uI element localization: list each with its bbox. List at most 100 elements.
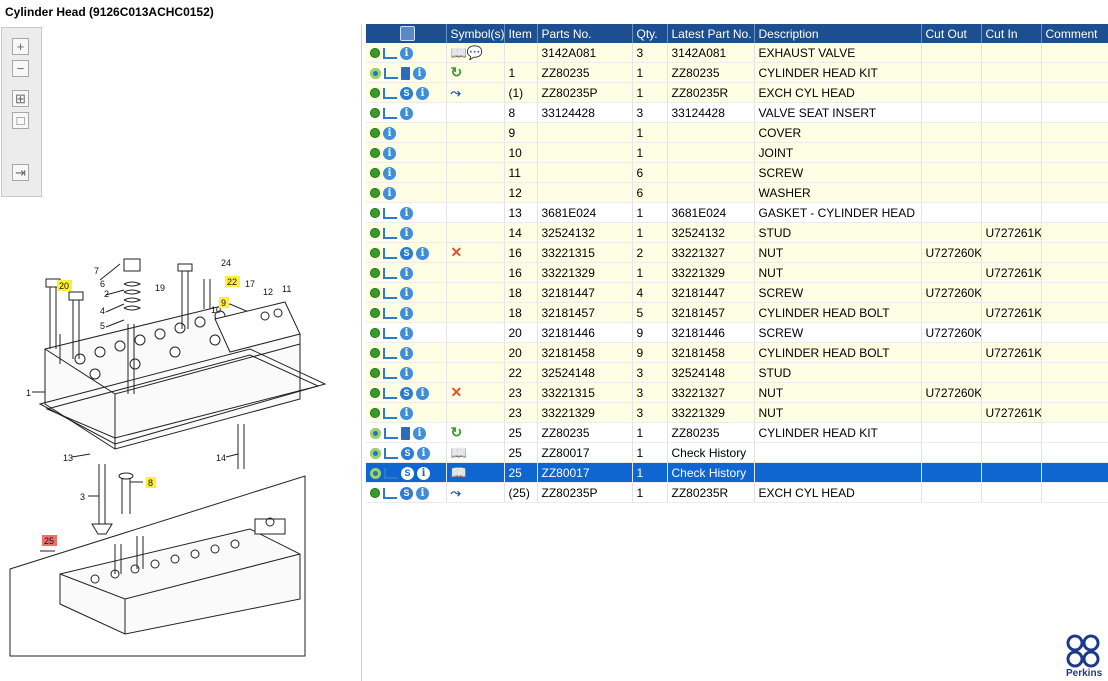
- shopping-cart-icon[interactable]: [383, 87, 397, 99]
- info-icon[interactable]: i: [400, 266, 413, 280]
- callout-2[interactable]: 2: [104, 289, 109, 299]
- gear-icon[interactable]: [370, 348, 380, 359]
- callout-17[interactable]: 17: [245, 279, 255, 289]
- history-book-icon[interactable]: 📖: [450, 444, 467, 460]
- info-icon[interactable]: i: [416, 386, 429, 400]
- gear-icon[interactable]: [370, 288, 380, 299]
- callout-12[interactable]: 12: [263, 287, 273, 297]
- shopping-cart-icon[interactable]: [384, 467, 398, 479]
- gear-icon[interactable]: [370, 308, 380, 319]
- service-icon[interactable]: S: [401, 446, 414, 460]
- callout-9[interactable]: 9: [221, 298, 226, 308]
- callout-3[interactable]: 3: [80, 492, 85, 502]
- gear-icon[interactable]: [370, 368, 380, 379]
- supersession-x-icon[interactable]: ✕: [450, 244, 463, 260]
- shopping-cart-icon[interactable]: [383, 227, 397, 239]
- info-icon[interactable]: i: [400, 366, 413, 380]
- callout-13[interactable]: 13: [63, 453, 73, 463]
- cogs-icon[interactable]: [370, 67, 381, 79]
- shopping-cart-icon[interactable]: [383, 107, 397, 119]
- shopping-cart-icon[interactable]: [383, 407, 397, 419]
- shopping-cart-icon[interactable]: [383, 287, 397, 299]
- cogs-icon[interactable]: [370, 427, 381, 439]
- callout-7[interactable]: 7: [94, 266, 99, 276]
- callout-1[interactable]: 1: [26, 388, 31, 398]
- column-header-description[interactable]: Description: [754, 24, 922, 43]
- gear-icon[interactable]: [370, 88, 380, 99]
- info-icon[interactable]: i: [400, 206, 413, 220]
- cogs-icon[interactable]: [370, 447, 381, 459]
- shopping-cart-icon[interactable]: [383, 347, 397, 359]
- shopping-cart-icon[interactable]: [383, 247, 397, 259]
- callout-22[interactable]: 22: [227, 277, 237, 287]
- service-icon[interactable]: S: [401, 466, 414, 480]
- callout-19[interactable]: 19: [155, 283, 165, 293]
- callout-11[interactable]: 11: [282, 284, 291, 294]
- info-icon[interactable]: i: [400, 46, 413, 60]
- export-button[interactable]: ⇥: [12, 164, 29, 181]
- zoom-in-button[interactable]: +: [12, 38, 29, 55]
- info-icon[interactable]: i: [417, 466, 430, 480]
- shopping-cart-icon[interactable]: [384, 427, 398, 439]
- notes-icon[interactable]: 📖💬: [450, 44, 483, 60]
- service-icon[interactable]: S: [400, 246, 413, 260]
- history-book-icon[interactable]: 📖: [450, 464, 467, 480]
- exchange-branch-icon[interactable]: ⤳: [450, 484, 461, 500]
- info-icon[interactable]: i: [417, 446, 430, 460]
- info-icon[interactable]: i: [400, 306, 413, 320]
- zoom-out-button[interactable]: −: [12, 60, 29, 77]
- gear-icon[interactable]: [370, 248, 380, 259]
- shopping-cart-icon[interactable]: [383, 367, 397, 379]
- fit-page-button[interactable]: □: [12, 112, 29, 129]
- column-header-qty[interactable]: Qty.: [632, 24, 668, 43]
- diagram-pane[interactable]: + − ⊞ □ ⇥: [0, 24, 362, 681]
- column-header-symbols[interactable]: Symbol(s): [446, 24, 505, 43]
- info-icon[interactable]: i: [400, 226, 413, 240]
- column-header-parts-no[interactable]: Parts No.: [537, 24, 633, 43]
- cogs-icon[interactable]: [370, 467, 381, 479]
- info-icon[interactable]: i: [400, 406, 413, 420]
- exchange-branch-icon[interactable]: ⤳: [450, 84, 461, 100]
- service-icon[interactable]: S: [400, 486, 413, 500]
- gear-icon[interactable]: [370, 128, 380, 139]
- info-icon[interactable]: i: [416, 86, 429, 100]
- shopping-cart-icon[interactable]: [383, 47, 397, 59]
- gear-icon[interactable]: [370, 148, 380, 159]
- callout-24[interactable]: 24: [221, 258, 231, 268]
- info-icon[interactable]: i: [400, 326, 413, 340]
- info-icon[interactable]: i: [383, 146, 396, 160]
- callout-14[interactable]: 14: [216, 453, 226, 463]
- find-icon[interactable]: [400, 26, 416, 42]
- shopping-cart-icon[interactable]: [383, 327, 397, 339]
- shopping-cart-icon[interactable]: [384, 447, 398, 459]
- info-icon[interactable]: i: [400, 346, 413, 360]
- shopping-cart-icon[interactable]: [383, 207, 397, 219]
- gear-icon[interactable]: [370, 328, 380, 339]
- shopping-cart-icon[interactable]: [383, 387, 397, 399]
- shopping-cart-icon[interactable]: [383, 307, 397, 319]
- supersession-x-icon[interactable]: ✕: [450, 384, 463, 400]
- fit-all-button[interactable]: ⊞: [12, 90, 29, 107]
- info-icon[interactable]: i: [383, 126, 396, 140]
- gear-icon[interactable]: [370, 408, 380, 419]
- gear-icon[interactable]: [370, 168, 380, 179]
- callout-6[interactable]: 6: [100, 279, 105, 289]
- shopping-cart-icon[interactable]: [383, 487, 397, 499]
- book-icon[interactable]: [401, 66, 410, 80]
